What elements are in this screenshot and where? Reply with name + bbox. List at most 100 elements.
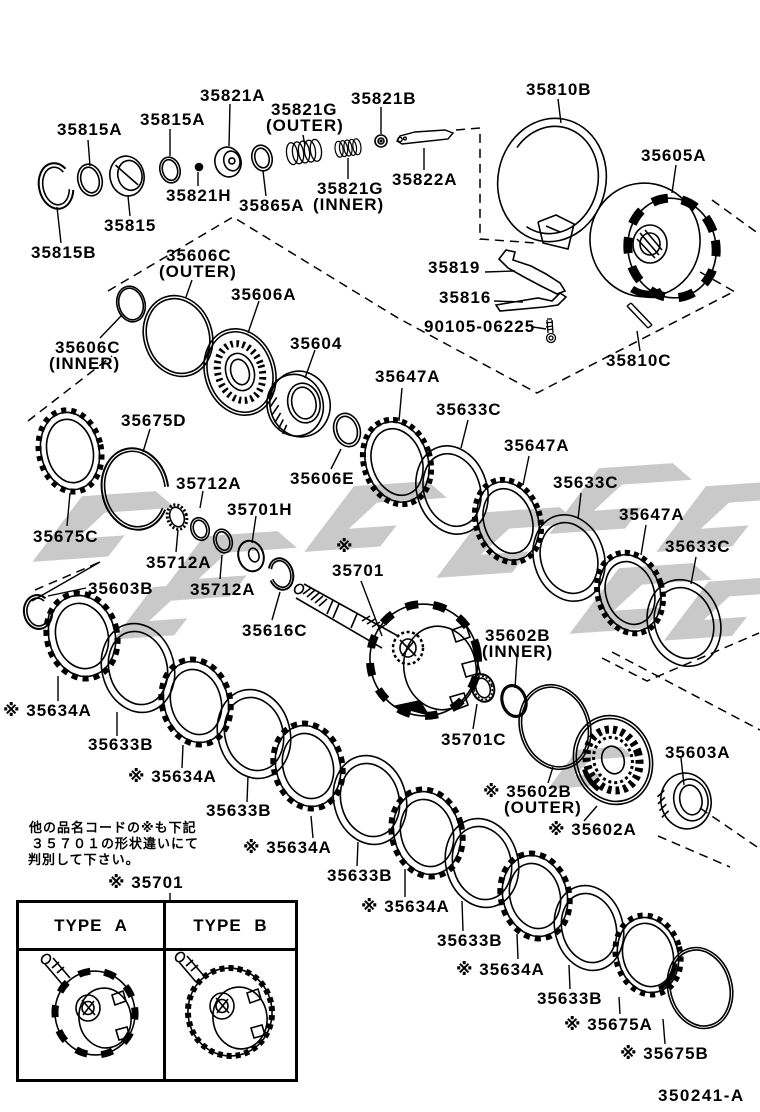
dashed-construction-lines (27, 127, 760, 868)
ring-35815A-2 (158, 156, 182, 184)
part-label-35633B: 35633B (206, 801, 272, 820)
disc-35633B-1 (100, 622, 176, 714)
type-comparison-table: TYPE A TYPE B (16, 900, 298, 1082)
part-label-35616C: 35616C (242, 621, 308, 640)
seal-35701C (470, 673, 496, 703)
brake-band-35810B (496, 117, 608, 250)
part-label-35712A: 35712A (190, 580, 256, 599)
disc-35633B-5 (553, 884, 625, 972)
part-label-INNER: (INNER) (482, 642, 554, 661)
part-label-35633C: 35633C (553, 473, 619, 492)
part-label-35865A: 35865A (239, 196, 305, 215)
part-label-35821G: 35821G (271, 100, 338, 119)
part-label-35633B: 35633B (437, 931, 503, 950)
hub-35604 (266, 370, 331, 438)
disc-35633C-1 (415, 445, 489, 535)
figure-code: 350241-A (658, 1086, 745, 1105)
part-label-35633C: 35633C (436, 400, 502, 419)
disc-35633B-3 (332, 754, 408, 846)
part-label-35822A: 35822A (392, 170, 458, 189)
part-label-OUTER: (OUTER) (266, 116, 344, 135)
disc-35633B-4 (444, 817, 520, 909)
plate-35634A-2 (158, 656, 234, 748)
part-label-35701: 35701 (332, 561, 385, 580)
ring-35712A-3 (212, 528, 234, 554)
part-label-OUTER: (OUTER) (504, 798, 582, 817)
part-label-35606E: 35606E (290, 469, 355, 488)
part-label-35602B: ※ 35602B (483, 782, 572, 801)
part-label-INNER: (INNER) (49, 354, 121, 373)
part-label-35675B: ※ 35675B (620, 1044, 709, 1063)
note-line-2: ３５７０１の形状違いにて (31, 836, 200, 851)
plate-35634A-3 (270, 720, 346, 812)
washer-35701H (237, 539, 265, 573)
part-label-35675D: 35675D (121, 411, 187, 430)
part-label-35606C: 35606C (166, 246, 232, 265)
part-label-35606C: 35606C (55, 338, 121, 357)
ball-35821H (194, 162, 204, 172)
plate-35647A-3 (594, 549, 666, 637)
oring-35602B-outer (518, 683, 592, 771)
part-label-35634A: ※ 35634A (128, 767, 217, 786)
table-header-divider (19, 948, 295, 951)
part-label-35602A: ※ 35602A (548, 820, 637, 839)
part-label-35603B: 35603B (88, 579, 154, 598)
part-label-35602B: 35602B (485, 626, 551, 645)
rod-35816 (494, 291, 568, 312)
type-a-drum (40, 953, 139, 1059)
lever-35819 (497, 249, 567, 295)
part-label-35810B: 35810B (526, 80, 592, 99)
piston-35815 (109, 155, 145, 197)
spring-35821G-inner (334, 138, 362, 158)
washer-35821B (374, 134, 388, 148)
part-label-35606A: 35606A (231, 285, 297, 304)
part-label-35634A: ※ 35634A (361, 897, 450, 916)
ring-35712A-2 (189, 516, 211, 542)
part-label-35821B: 35821B (351, 89, 417, 108)
type-a-header: TYPE A (54, 916, 128, 935)
part-label-: ※ (336, 537, 354, 556)
part-label-35634A: ※ 35634A (456, 960, 545, 979)
bearing-35606A (203, 327, 277, 417)
part-label-35816: 35816 (439, 288, 492, 307)
spring-35821G-outer (285, 138, 323, 166)
piston-35821A (214, 146, 242, 178)
part-label-35675C: 35675C (33, 527, 99, 546)
toothed-ring-35675C (35, 407, 105, 495)
part-label-35603A: 35603A (665, 743, 731, 762)
rod-35822A (396, 129, 455, 145)
ring-35675B (666, 946, 734, 1030)
plate-35647A-2 (471, 476, 545, 566)
part-label-35712A: 35712A (146, 553, 212, 572)
ring-35606C-outer (142, 294, 214, 378)
type-b-header: TYPE B (193, 916, 268, 935)
part-label-35810C: 35810C (606, 351, 672, 370)
note-line-1: 他の品名コードの※も下記 (29, 820, 197, 835)
input-shaft-35701 (293, 583, 483, 720)
part-label-35701H: 35701H (227, 500, 293, 519)
part-label-35604: 35604 (290, 334, 343, 353)
c-ring-35603B (22, 594, 54, 630)
bolt-90105-06225 (545, 318, 557, 344)
part-label-35815: 35815 (104, 216, 157, 235)
leader-lines (31, 98, 697, 1045)
part-label-35633C: 35633C (665, 537, 731, 556)
part-label-INNER: (INNER) (313, 195, 385, 214)
part-label-35634A: ※ 35634A (243, 838, 332, 857)
oring-35602B-inner (500, 684, 528, 718)
disc-35633B-2 (216, 688, 292, 780)
part-label-OUTER: (OUTER) (159, 262, 237, 281)
part-label-35815A: 35815A (57, 120, 123, 139)
plate-35634A-5 (497, 850, 573, 942)
snap-ring-35616C (267, 557, 295, 591)
pin-35810C (626, 302, 653, 329)
part-label-35701C: 35701C (441, 730, 507, 749)
part-label-35815B: 35815B (31, 243, 97, 262)
part-label-9010506225: 90105-06225 (424, 317, 536, 336)
part-label-35647A: 35647A (375, 367, 441, 386)
part-label-35815A: 35815A (140, 110, 206, 129)
part-label-35634A: ※ 35634A (3, 701, 92, 720)
part-label-35633B: 35633B (327, 866, 393, 885)
part-label-35819: 35819 (428, 258, 481, 277)
